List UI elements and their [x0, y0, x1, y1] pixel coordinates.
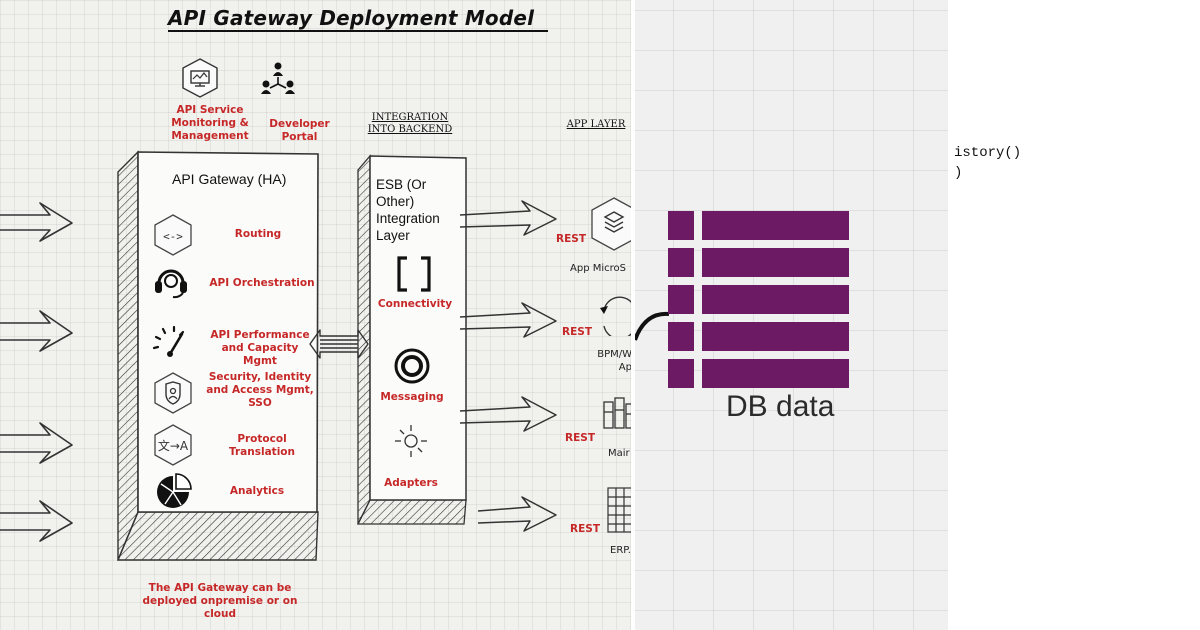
- db-row-key-cell: [668, 322, 694, 351]
- db-row-data-cell: [702, 211, 849, 240]
- routing-icon: <->: [150, 212, 196, 258]
- db-row-data-cell: [702, 285, 849, 314]
- connectivity-label: Connectivity: [377, 298, 453, 310]
- db-data-panel: [635, 0, 948, 630]
- database-table-icon: [668, 211, 849, 388]
- mainframe-icon: [602, 396, 631, 432]
- protocol-label: Protocol Translation: [229, 433, 295, 458]
- routing-label: Routing: [234, 228, 282, 240]
- integration-header: INTEGRATION INTO BACKEND: [367, 112, 453, 135]
- developers-icon: [258, 60, 298, 100]
- esb-title: ESB (Or Other) Integration Layer: [376, 177, 440, 243]
- code-line: istory(): [954, 145, 1022, 161]
- diagram-title: API Gateway Deployment Model: [168, 6, 549, 32]
- monitoring-label: API Service Monitoring & Management: [171, 104, 249, 142]
- gateway-footnote: The API Gateway can be deployed onpremis…: [142, 582, 298, 620]
- ring-icon: [392, 346, 432, 386]
- rest-label-1: REST: [556, 233, 586, 245]
- rest-label-3: REST: [565, 432, 595, 444]
- svg-text:<->: <->: [163, 230, 183, 243]
- gateway-title: API Gateway (HA): [172, 171, 287, 187]
- microservice-icon: [590, 196, 631, 254]
- orchestration-label: API Orchestration: [209, 277, 315, 289]
- db-row-data-cell: [702, 359, 849, 388]
- db-row-key-cell: [668, 285, 694, 314]
- performance-label: API Performance and Capacity Mgmt: [210, 329, 310, 367]
- db-data-label: DB data: [726, 390, 835, 423]
- erp-label: ERP.: [610, 545, 631, 556]
- rest-label-4: REST: [570, 523, 600, 535]
- app-microservice-label: App MicroS: [570, 263, 626, 274]
- svg-text:文→A: 文→A: [158, 438, 189, 453]
- api-gateway-diagram: API Gateway Deployment Model API Service…: [0, 0, 631, 630]
- translate-icon: 文→A: [150, 422, 196, 468]
- db-row-data-cell: [702, 322, 849, 351]
- mainframe-label: Mair: [608, 448, 630, 459]
- db-row-data-cell: [702, 248, 849, 277]
- workflow-icon: [596, 296, 631, 340]
- connector-curve: [635, 311, 670, 341]
- code-line: ): [954, 165, 963, 181]
- adapters-label: Adapters: [384, 477, 438, 489]
- db-row-key-cell: [668, 359, 694, 388]
- erp-icon: [606, 486, 631, 534]
- outgoing-arrows: [459, 200, 557, 532]
- code-fragment: istory()): [954, 143, 1021, 183]
- rest-label-2: REST: [562, 326, 592, 338]
- db-row-key-cell: [668, 248, 694, 277]
- pie-chart-icon: [155, 472, 195, 510]
- gauge-icon: [150, 322, 190, 358]
- app-layer-header: APP LAYER: [566, 119, 626, 130]
- shield-user-icon: [150, 370, 196, 416]
- messaging-label: Messaging: [380, 391, 444, 403]
- developer-portal-label: Developer Portal: [269, 118, 330, 143]
- bpm-label: BPM/W Ap: [597, 349, 631, 373]
- brackets-icon: [394, 254, 434, 294]
- monitor-icon: [178, 56, 222, 100]
- analytics-label: Analytics: [229, 485, 285, 497]
- db-row-key-cell: [668, 211, 694, 240]
- headset-icon: [151, 263, 191, 299]
- incoming-arrows: [0, 202, 73, 542]
- sun-icon: [392, 422, 430, 460]
- security-label: Security, Identity and Access Mgmt, SSO: [206, 371, 314, 409]
- esb-box: [356, 154, 467, 525]
